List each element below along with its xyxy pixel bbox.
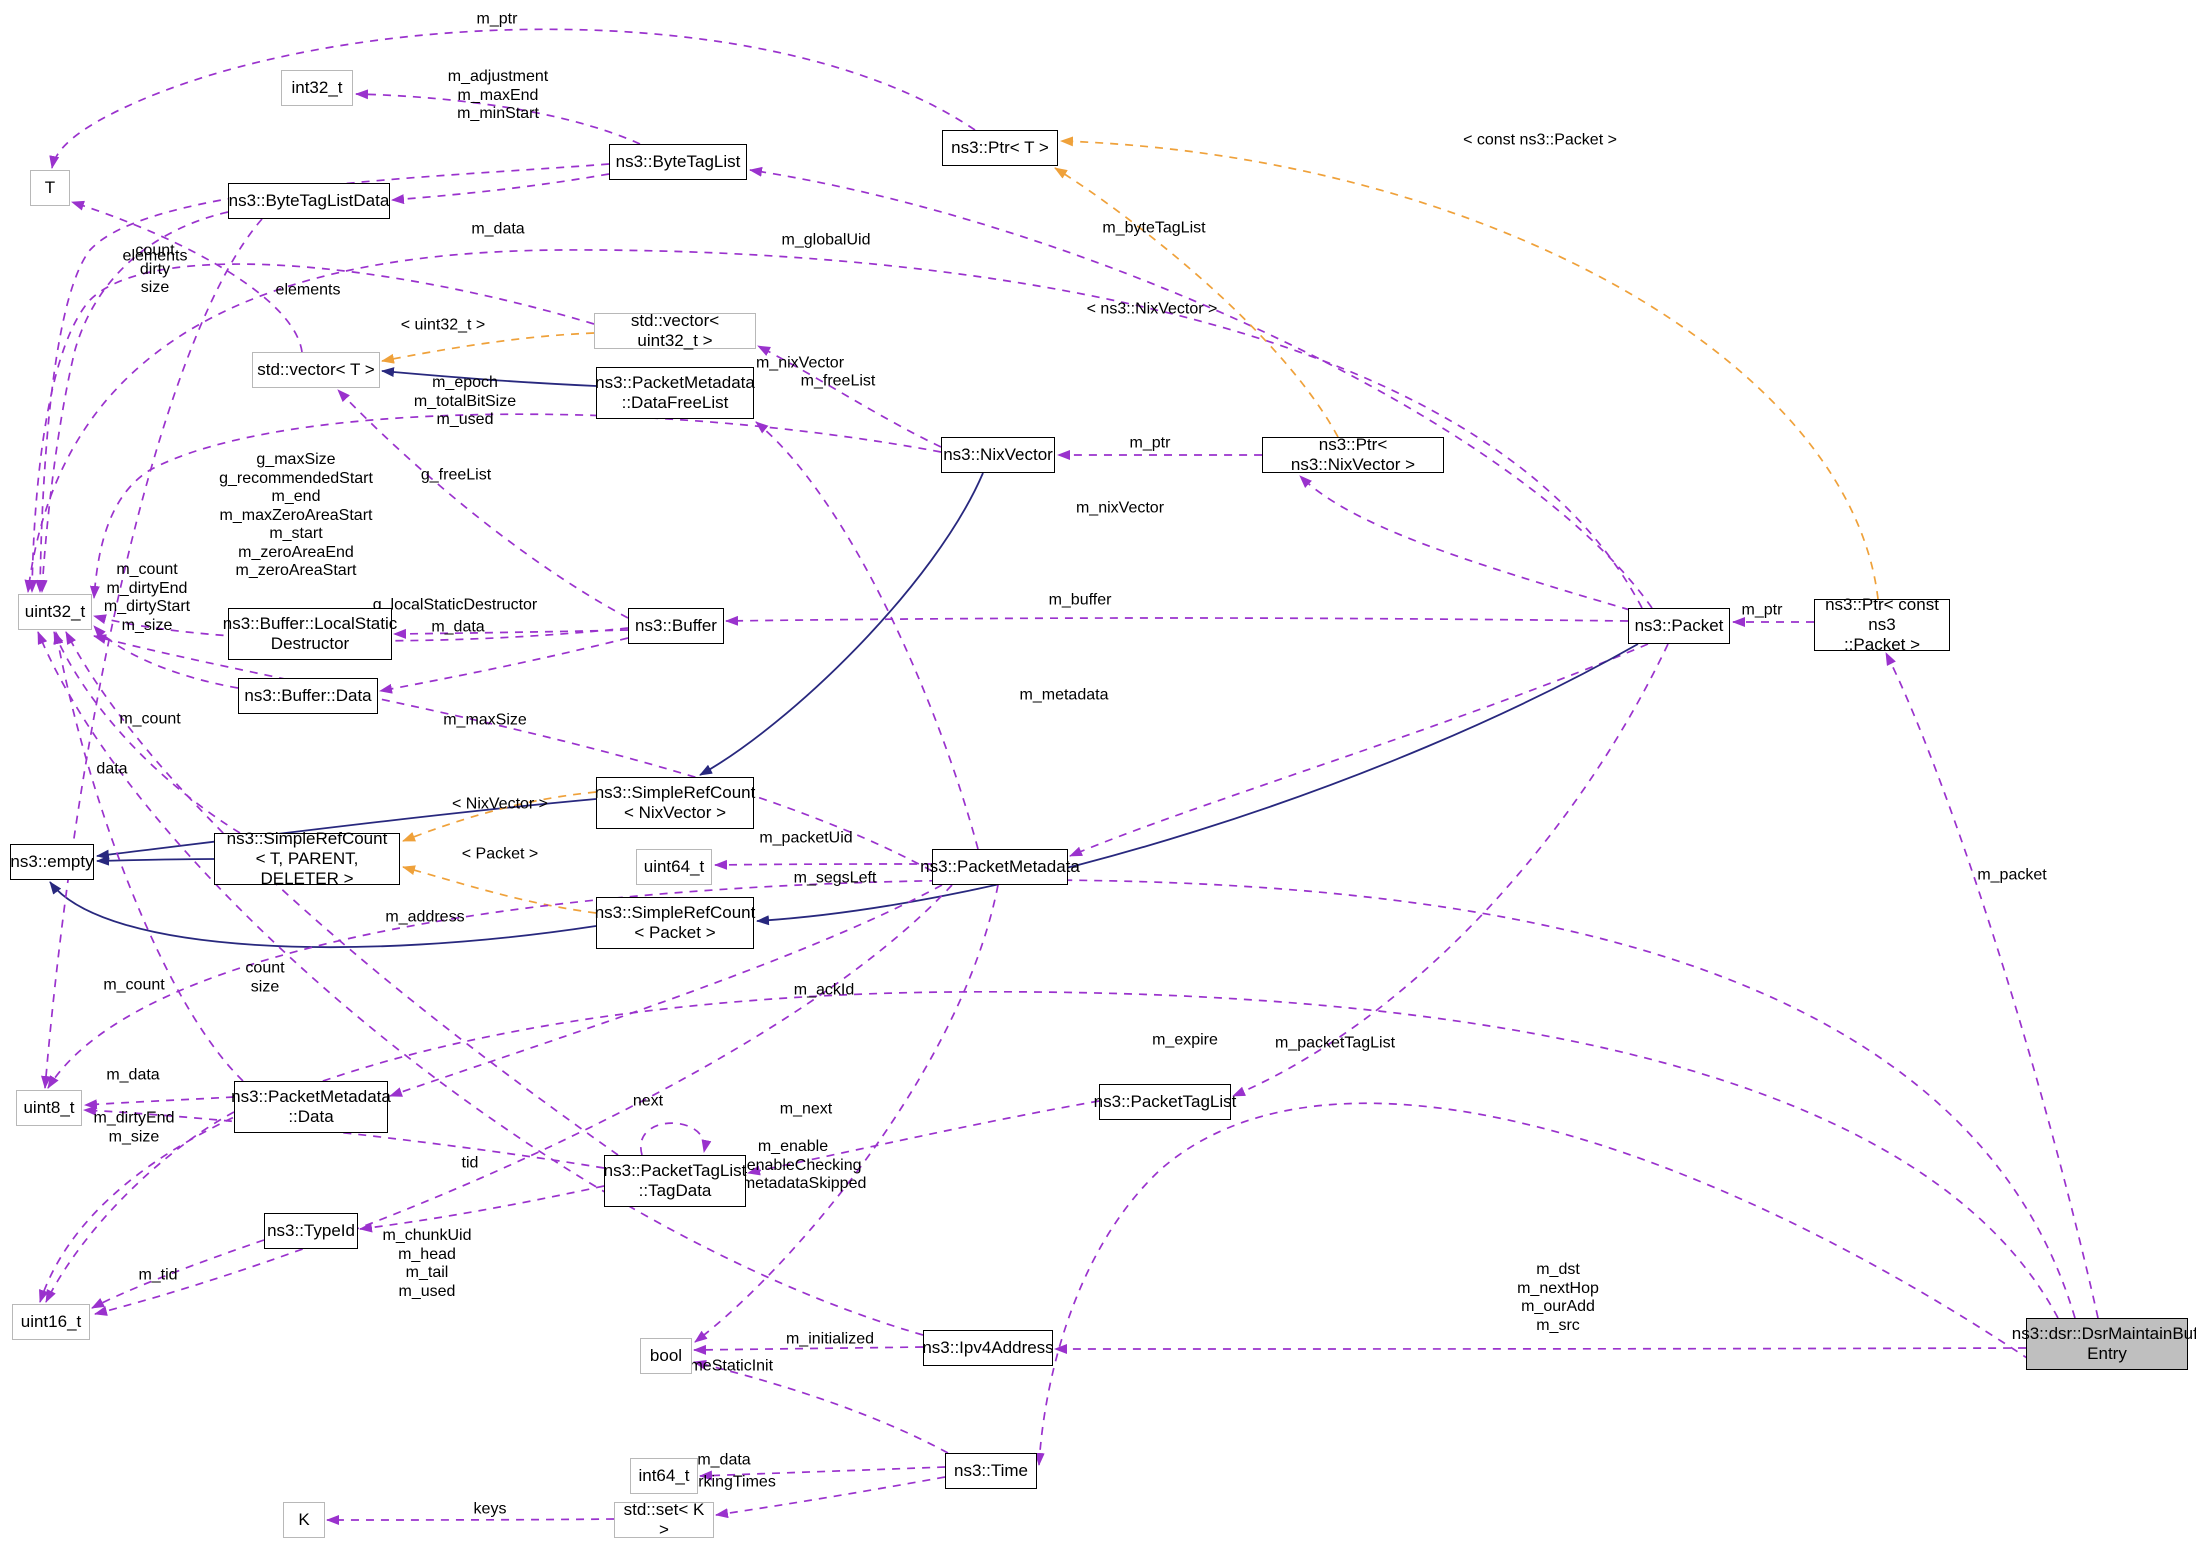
node-int64: int64_t: [630, 1458, 698, 1494]
node-uint16: uint16_t: [12, 1304, 90, 1340]
edge-packet-to-bytetaglist: [749, 166, 1653, 609]
edge-vector-uint32-to-vector-t: [381, 332, 595, 364]
edge-packet-to-uint32: [24, 249, 1643, 609]
edge-set-k-to-K: [326, 1514, 615, 1525]
edge-simplerefcount-packet-to-simplerefcount-tpd: [402, 865, 597, 914]
edge-packettaglist-to-tagdata: [747, 1100, 1100, 1176]
node-packetmetadata-data[interactable]: ns3::PacketMetadata ::Data: [231, 1081, 391, 1133]
edge-packet-to-simplerefcount-packet: [756, 643, 1639, 926]
node-vector-uint32: std::vector< uint32_t >: [594, 311, 756, 350]
edge-tagdata-to-tagdata: [639, 1122, 712, 1156]
node-nixvector[interactable]: ns3::NixVector: [941, 437, 1055, 473]
edge-bytetaglistdata-to-uint32: [37, 211, 229, 593]
edge-bytetaglist-to-uint32: [35, 163, 610, 593]
node-packettaglist[interactable]: ns3::PacketTagList: [1094, 1084, 1236, 1120]
edge-packetmetadata-data-to-uint32: [53, 631, 244, 1082]
edge-dsrmaintainbuffentry-to-ptr-const-packet: [1885, 652, 2099, 1319]
edge-tagdata-to-typeid: [359, 1185, 605, 1233]
node-simplerefcount-nixvector[interactable]: ns3::SimpleRefCount < NixVector >: [595, 777, 755, 829]
edge-packetmetadata-to-datafreelist: [755, 421, 979, 850]
node-time[interactable]: ns3::Time: [945, 1453, 1037, 1489]
node-buffer-data[interactable]: ns3::Buffer::Data: [238, 678, 378, 714]
edge-buffer-data-to-uint32: [93, 625, 239, 689]
edge-packetmetadata-to-uint32: [93, 634, 933, 872]
edge-ipv4address-to-bool: [693, 1344, 924, 1355]
edge-simplerefcount-tpd-to-uint32: [53, 631, 241, 834]
node-localstaticdestructor[interactable]: ns3::Buffer::LocalStatic Destructor: [223, 608, 397, 660]
node-tagdata[interactable]: ns3::PacketTagList ::TagData: [604, 1155, 746, 1207]
node-simplerefcount-packet[interactable]: ns3::SimpleRefCount < Packet >: [595, 897, 755, 949]
edge-dsrmaintainbuffentry-to-uint16: [39, 990, 2059, 1319]
edge-buffer-to-uint32: [93, 614, 629, 642]
edge-time-to-set-k: [715, 1476, 946, 1519]
node-bool: bool: [640, 1338, 692, 1374]
edge-packetmetadata-data-to-uint8: [84, 1096, 235, 1110]
edge-packet-to-ptr-nixvector: [1299, 475, 1631, 611]
node-ipv4address[interactable]: ns3::Ipv4Address: [922, 1330, 1054, 1366]
edge-simplerefcount-tpd-to-empty: [96, 855, 215, 866]
edge-vector-t-to-T: [71, 200, 303, 353]
edge-ptr-t-to-T: [49, 28, 976, 169]
node-datafreelist[interactable]: ns3::PacketMetadata ::DataFreeList: [595, 367, 755, 419]
node-simplerefcount-tpd[interactable]: ns3::SimpleRefCount < T, PARENT, DELETER…: [214, 829, 400, 888]
edge-bytetaglist-to-int32: [355, 89, 641, 145]
node-K: K: [283, 1502, 325, 1538]
edge-ptr-const-packet-to-ptr-t: [1060, 136, 1879, 600]
edge-nixvector-to-vector-uint32: [757, 345, 942, 448]
node-T: T: [30, 170, 70, 206]
node-int32: int32_t: [281, 70, 353, 106]
edge-nixvector-to-uint32: [89, 413, 942, 599]
edge-packet-to-packetmetadata: [1069, 643, 1649, 857]
edge-packetmetadata-to-bool: [694, 884, 999, 1343]
edge-tagdata-to-uint32: [65, 631, 619, 1156]
node-ptr-nixvector[interactable]: ns3::Ptr< ns3::NixVector >: [1262, 435, 1444, 474]
edge-typeid-to-uint16: [91, 1239, 265, 1309]
edge-time-to-int64: [699, 1466, 946, 1481]
edge-simplerefcount-nixvector-to-empty: [96, 798, 597, 860]
edge-packetmetadata-to-uint16: [94, 884, 953, 1316]
edge-bytetaglist-to-bytetaglistdata: [391, 173, 610, 205]
edge-dsrmaintainbuffentry-to-ipv4address: [1054, 1343, 2027, 1354]
edge-packet-to-buffer: [725, 615, 1629, 626]
edge-packetmetadata-to-packetmetadata-data: [389, 884, 943, 1097]
node-packetmetadata[interactable]: ns3::PacketMetadata: [920, 849, 1080, 885]
node-uint64: uint64_t: [636, 849, 712, 885]
node-ptr-const-packet[interactable]: ns3::Ptr< const ns3 ::Packet >: [1814, 595, 1950, 654]
node-uint8: uint8_t: [16, 1090, 82, 1126]
edge-ipv4address-to-uint32: [37, 631, 924, 1336]
edge-dsrmaintainbuffentry-to-time: [1034, 1102, 2031, 1466]
node-bytetaglistdata[interactable]: ns3::ByteTagListData: [228, 183, 390, 219]
node-dsrmaintainbuffentry: ns3::dsr::DsrMaintainBuff Entry: [2012, 1318, 2196, 1370]
node-packet[interactable]: ns3::Packet: [1628, 608, 1730, 644]
edge-time-to-bool: [693, 1359, 949, 1454]
node-bytetaglist[interactable]: ns3::ByteTagList: [609, 144, 747, 180]
node-uint32: uint32_t: [18, 594, 92, 630]
node-buffer[interactable]: ns3::Buffer: [628, 608, 724, 644]
node-ptr-t[interactable]: ns3::Ptr< T >: [942, 130, 1058, 166]
node-typeid[interactable]: ns3::TypeId: [264, 1213, 358, 1249]
edge-bytetaglistdata-to-uint8: [41, 218, 263, 1089]
edge-packet-to-packettaglist: [1232, 643, 1669, 1097]
edge-datafreelist-to-vector-t: [381, 367, 597, 387]
edge-buffer-to-buffer-data: [379, 637, 629, 694]
node-empty[interactable]: ns3::empty: [10, 844, 94, 880]
edge-buffer-to-localstaticdestructor: [393, 628, 629, 639]
edge-ptr-nixvector-to-ptr-t: [1054, 167, 1339, 438]
edge-buffer-to-vector-t: [337, 389, 629, 619]
edge-vector-uint32-to-uint32: [27, 263, 595, 593]
node-set-k: std::set< K >: [614, 1500, 714, 1539]
node-vector-t: std::vector< T >: [252, 352, 380, 388]
edge-nixvector-to-simplerefcount-nixvector: [699, 472, 984, 776]
edge-packetmetadata-data-to-uint16: [45, 1111, 235, 1303]
edge-packetmetadata-to-uint64: [714, 859, 933, 870]
edge-simplerefcount-packet-to-empty: [49, 881, 597, 948]
